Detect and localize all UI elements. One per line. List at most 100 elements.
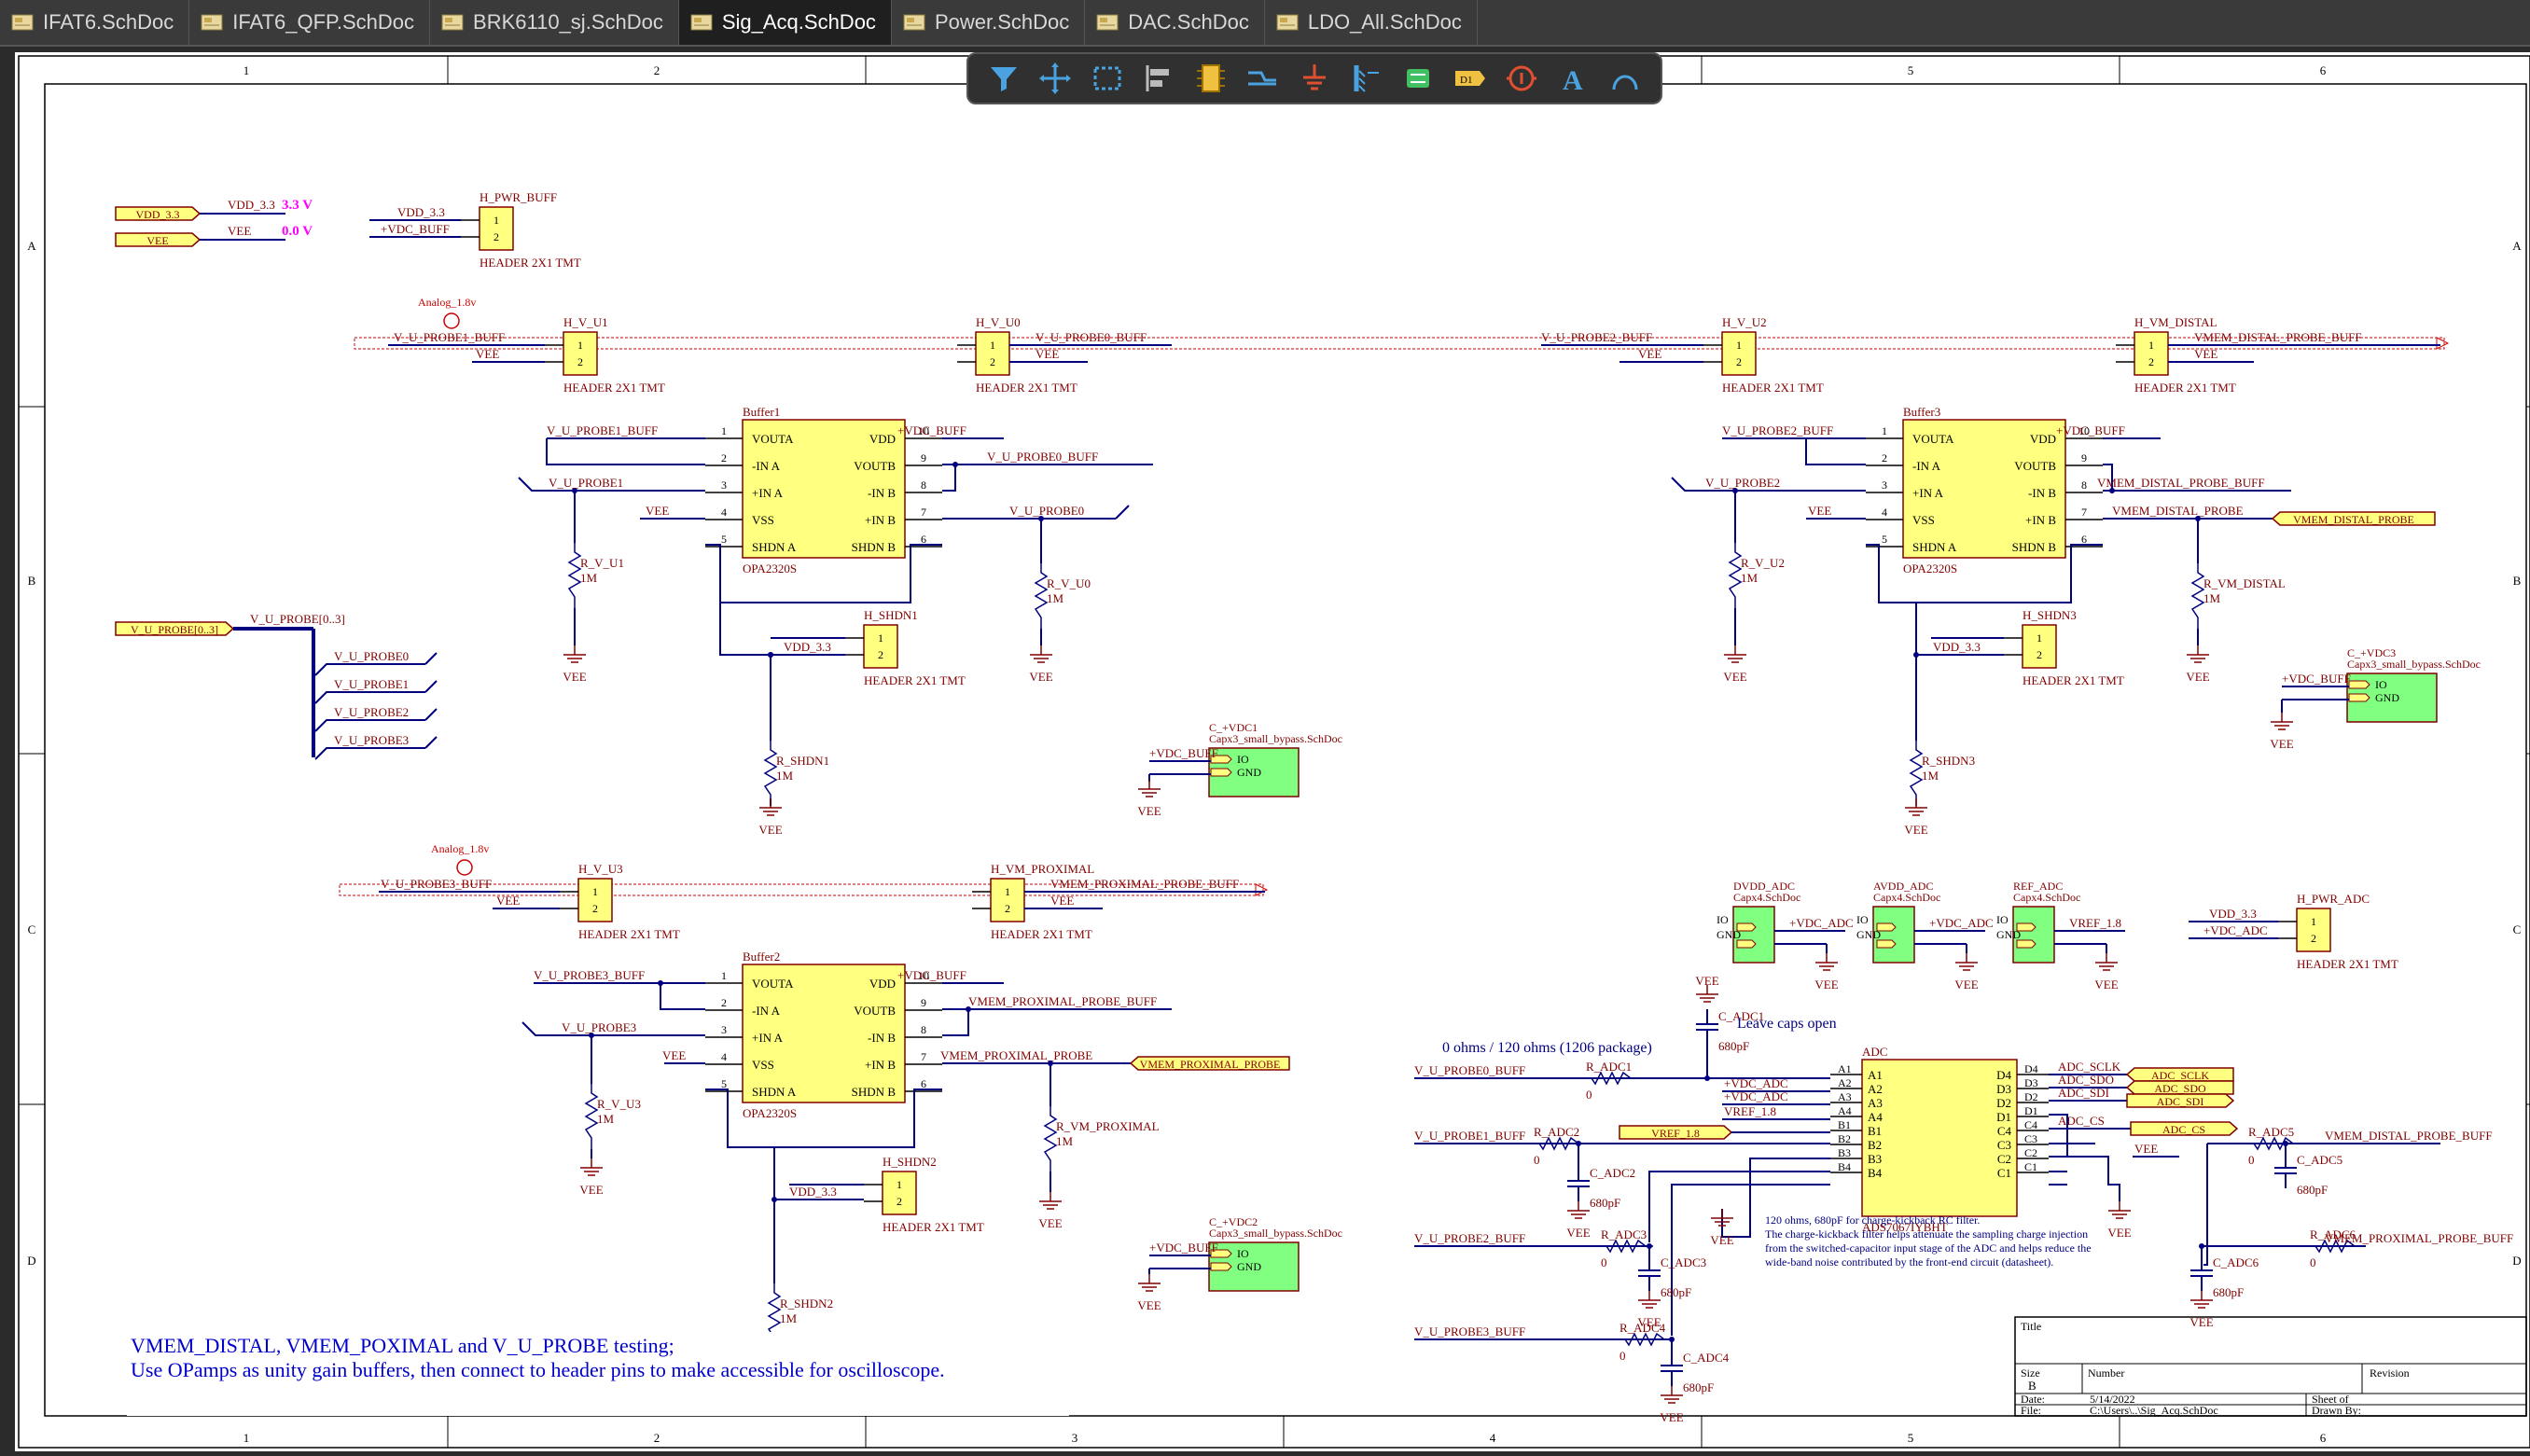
comment: HEADER 2X1 TMT xyxy=(480,256,581,270)
value: 680pF xyxy=(1661,1285,1691,1299)
power-label: VEE xyxy=(563,670,586,684)
harness-tool-button[interactable] xyxy=(1399,60,1437,97)
tab-label: DAC.SchDoc xyxy=(1128,10,1249,34)
header-connector[interactable] xyxy=(2022,624,2057,669)
opamp-ic[interactable] xyxy=(742,419,906,559)
pin-number: 2 xyxy=(897,1195,902,1208)
net-label: VREF_1.8 xyxy=(2069,916,2121,930)
schematic-canvas[interactable]: 112233445566AABBCCDDVDD_3.3VEEVDD_3.3VEE… xyxy=(15,52,2530,1451)
net-label: V_U_PROBE3_BUFF xyxy=(381,877,492,891)
opamp-ic[interactable] xyxy=(1902,419,2066,559)
port-vref-18[interactable] xyxy=(1619,1125,1733,1140)
voltage-probe-value: 0.0 V xyxy=(282,224,313,239)
column-label: 2 xyxy=(654,63,660,77)
header-connector[interactable] xyxy=(975,331,1010,376)
net-label: V_U_PROBE1_BUFF xyxy=(394,330,505,344)
header-connector[interactable] xyxy=(882,1171,917,1215)
header-connector[interactable] xyxy=(2134,331,2169,376)
sheet-file-name: Capx3_small_bypass.SchDoc xyxy=(1209,1227,1342,1240)
port-vmem-proximal-probe[interactable] xyxy=(1129,1056,1290,1071)
pin-name: B1 xyxy=(1868,1124,1882,1138)
comment: HEADER 2X1 TMT xyxy=(563,381,665,395)
header-connector[interactable] xyxy=(479,206,514,251)
text-tool-button[interactable]: A xyxy=(1555,60,1592,97)
resistor xyxy=(1909,741,1924,806)
schematic-sheet[interactable]: 112233445566AABBCCDDVDD_3.3VEEVDD_3.3VEE… xyxy=(15,52,2530,1451)
designator: C_ADC5 xyxy=(2297,1153,2342,1167)
header-connector[interactable] xyxy=(2296,908,2331,952)
port-vee-port[interactable] xyxy=(115,232,202,247)
align-tool-button[interactable] xyxy=(1140,60,1177,97)
port-bus-port[interactable] xyxy=(115,621,235,636)
bus-tool-button[interactable] xyxy=(1347,60,1384,97)
value: 1M xyxy=(780,1311,798,1325)
pin-number: 2 xyxy=(2311,932,2316,945)
comment: HEADER 2X1 TMT xyxy=(864,673,966,687)
move-tool-button[interactable] xyxy=(1036,60,1074,97)
gnd-power-tool-button[interactable] xyxy=(1296,60,1333,97)
port-vdd33-port[interactable] xyxy=(115,206,202,221)
tab-label: LDO_All.SchDoc xyxy=(1307,10,1462,34)
net-label-icon: D1 xyxy=(1454,71,1485,86)
designator: R_ADC1 xyxy=(1586,1060,1632,1074)
sheet-symbol[interactable] xyxy=(1732,906,1775,964)
sheet-symbol[interactable] xyxy=(1872,906,1915,964)
junction-dot xyxy=(768,652,773,658)
opamp-ic[interactable] xyxy=(742,964,906,1103)
tab-power-schdoc[interactable]: Power.SchDoc xyxy=(892,0,1086,45)
part-icon xyxy=(1196,64,1225,92)
arc-tool-button[interactable] xyxy=(1606,60,1644,97)
filter-tool-button[interactable] xyxy=(985,60,1022,97)
power-label: VEE xyxy=(1137,804,1161,818)
power-label: VEE xyxy=(2189,1315,2213,1329)
move-icon xyxy=(1039,62,1072,94)
pin-number: 2 xyxy=(990,355,995,368)
pin-name: C4 xyxy=(1997,1124,2012,1138)
pin-name: SHDN B xyxy=(852,1085,897,1099)
wire xyxy=(521,1021,552,1036)
header-connector[interactable] xyxy=(990,878,1025,922)
svg-text:A: A xyxy=(1563,65,1583,96)
pin-number: A2 xyxy=(1838,1076,1852,1089)
tab-sig-acq-schdoc[interactable]: Sig_Acq.SchDoc xyxy=(678,0,892,45)
designator: R_V_U2 xyxy=(1741,556,1785,570)
tab-ifat6-qfp-schdoc[interactable]: IFAT6_QFP.SchDoc xyxy=(189,0,431,45)
header-connector[interactable] xyxy=(577,878,613,922)
port-adc-sdi[interactable] xyxy=(2126,1093,2235,1108)
sheet-symbol[interactable] xyxy=(2012,906,2055,964)
tab-dac-schdoc[interactable]: DAC.SchDoc xyxy=(1085,0,1265,45)
select-rect-tool-button[interactable] xyxy=(1089,60,1126,97)
pin-number: 2 xyxy=(1736,355,1742,368)
comment: HEADER 2X1 TMT xyxy=(976,381,1077,395)
header-connector[interactable] xyxy=(863,624,898,669)
designator: Buffer1 xyxy=(743,405,780,419)
net-label: +VDC_BUFF xyxy=(2056,423,2125,437)
column-label: 6 xyxy=(2320,63,2327,77)
schdoc-icon xyxy=(201,14,223,31)
tab-ldo-all-schdoc[interactable]: LDO_All.SchDoc xyxy=(1265,0,1478,45)
wire xyxy=(1805,438,1866,465)
header-connector[interactable] xyxy=(1721,331,1757,376)
designator: C_+VDC2 xyxy=(1209,1215,1258,1228)
net-label: +VDC_ADC xyxy=(2203,923,2268,937)
net-label-tool-button[interactable]: D1 xyxy=(1452,60,1489,97)
tab-ifat6-schdoc[interactable]: IFAT6.SchDoc xyxy=(0,0,190,45)
sheet-entry-label: IO xyxy=(1856,913,1869,926)
header-connector[interactable] xyxy=(563,331,598,376)
net-label: VMEM_DISTAL_PROBE_BUFF xyxy=(2097,476,2265,490)
parameter-tool-button[interactable] xyxy=(1503,60,1540,97)
note-text: wide-band noise contributed by the front… xyxy=(1765,1255,2053,1269)
pin-number: 1 xyxy=(721,424,727,437)
part-tool-button[interactable] xyxy=(1192,60,1230,97)
pin-number: 1 xyxy=(1736,339,1742,352)
adc-ic[interactable] xyxy=(1861,1059,2018,1217)
junction-dot xyxy=(1038,516,1044,521)
power-label: VEE xyxy=(1904,823,1927,837)
pin-number: 1 xyxy=(2037,631,2042,645)
port-vmem-distal-probe[interactable] xyxy=(2271,511,2436,526)
tab-brk6110-sj-schdoc[interactable]: BRK6110_sj.SchDoc xyxy=(430,0,679,45)
sheet-entry-label: IO xyxy=(1237,1247,1249,1260)
value: 1M xyxy=(1047,591,1064,605)
port-adc-cs[interactable] xyxy=(2130,1121,2239,1136)
wire-tool-button[interactable] xyxy=(1244,60,1281,97)
